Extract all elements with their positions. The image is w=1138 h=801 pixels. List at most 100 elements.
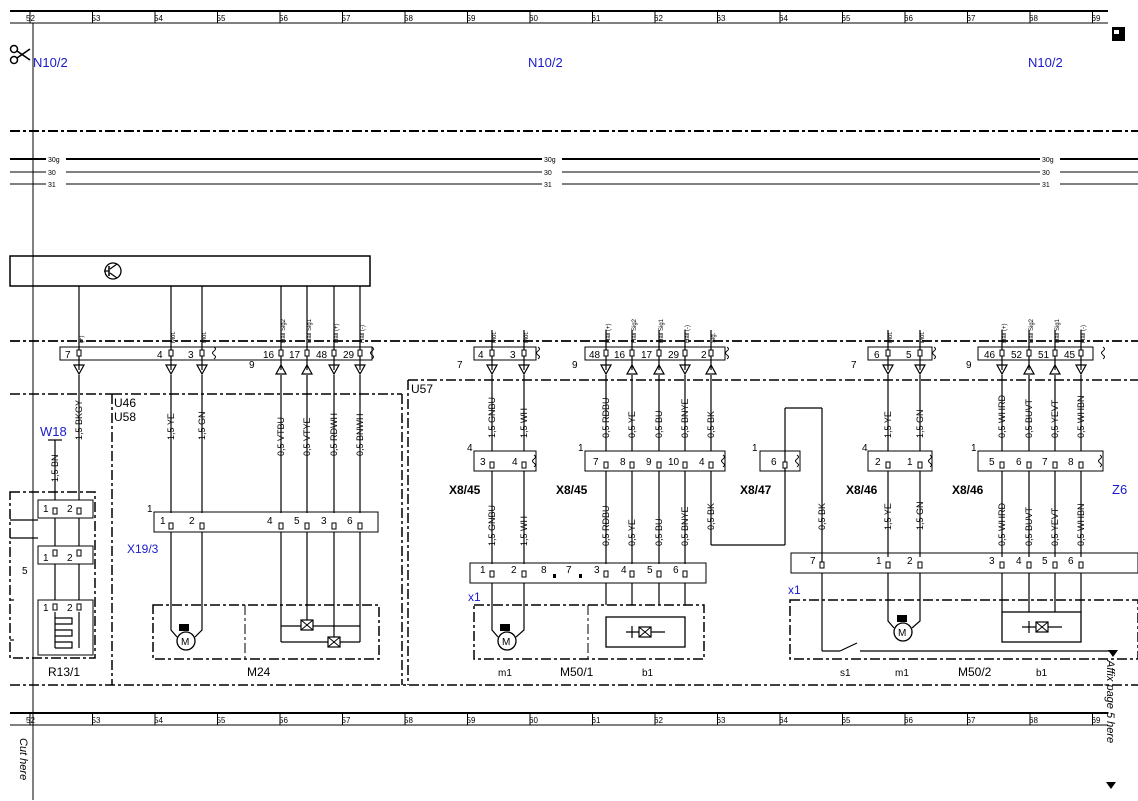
svg-text:4: 4 — [467, 443, 473, 454]
svg-text:1,5 GN: 1,5 GN — [915, 409, 925, 438]
svg-text:2: 2 — [189, 516, 195, 527]
top-ruler-column-label: 69 — [1092, 14, 1101, 23]
x8-46-label-b: X8/46 — [952, 483, 984, 497]
bus-31-label-c: 31 — [1042, 182, 1050, 189]
svg-text:1: 1 — [752, 443, 758, 454]
pin-function-labels: (+) Mot. Mot. Hall Sig2 Hall Sig1 Hall (… — [79, 318, 1087, 343]
top-pin-numbers: 7 4 3 16 17 48 29 4 3 48 16 17 29 2 6 5 … — [65, 350, 1076, 361]
svg-text:Hall (-): Hall (-) — [360, 325, 366, 343]
svg-text:17: 17 — [289, 350, 301, 361]
affix-arrow-icon-bottom — [1106, 782, 1116, 789]
svg-text:Hall Sig1: Hall Sig1 — [659, 318, 665, 343]
ref-left: N10/2 — [33, 55, 68, 70]
svg-text:5: 5 — [989, 457, 995, 468]
bus-30g-label-c: 30g — [1042, 157, 1054, 164]
svg-text:Sig.: Sig. — [711, 332, 717, 343]
bottom-ruler-column-label: 59 — [467, 716, 476, 725]
svg-text:Mot.: Mot. — [888, 331, 894, 343]
svg-text:2: 2 — [67, 504, 73, 515]
bus-31-label-b: 31 — [544, 182, 552, 189]
svg-text:4: 4 — [699, 457, 705, 468]
svg-text:0,5 WHBN: 0,5 WHBN — [1076, 503, 1086, 546]
svg-text:1,5 GN: 1,5 GN — [197, 411, 207, 440]
top-wires — [78, 286, 1082, 370]
svg-text:1,5 YE: 1,5 YE — [883, 411, 893, 438]
mid-wires — [48, 375, 1082, 564]
svg-text:7: 7 — [566, 565, 572, 576]
top-ruler-column-label: 66 — [904, 14, 913, 23]
svg-text:2: 2 — [511, 565, 517, 576]
svg-text:Hall Sig2: Hall Sig2 — [632, 318, 638, 343]
svg-text:5: 5 — [906, 350, 912, 361]
bus-30-label-b: 30 — [544, 170, 552, 177]
svg-text:0,5 YEVT: 0,5 YEVT — [1050, 399, 1060, 438]
svg-text:0,5 YE: 0,5 YE — [627, 519, 637, 546]
bottom-ruler — [10, 712, 1108, 726]
control-unit-box — [9, 255, 371, 287]
bottom-ruler-column-label: 62 — [654, 716, 663, 725]
svg-text:6: 6 — [1016, 457, 1022, 468]
svg-text:48: 48 — [589, 350, 601, 361]
svg-text:0,5 VTYE: 0,5 VTYE — [302, 417, 312, 456]
cut-here-label: Cut here — [17, 738, 29, 780]
svg-text:1: 1 — [43, 553, 49, 564]
bottom-ruler-column-label: 68 — [1029, 716, 1038, 725]
m24-label: M24 — [247, 665, 271, 679]
svg-text:0,5 BK: 0,5 BK — [706, 503, 716, 530]
m50-2-s1-label: s1 — [840, 668, 851, 679]
top-ruler-column-label: 52 — [26, 14, 35, 23]
shield-squiggles — [212, 346, 1105, 360]
svg-text:4: 4 — [157, 350, 163, 361]
svg-text:0,5 RDBU: 0,5 RDBU — [601, 505, 611, 546]
svg-text:Hall (+): Hall (+) — [606, 323, 612, 343]
svg-text:Hall Sig1: Hall Sig1 — [1055, 318, 1061, 343]
top-ruler-column-label: 63 — [717, 14, 726, 23]
m50-2-b1-label: b1 — [1036, 668, 1048, 679]
x8-46-label-a: X8/46 — [846, 483, 878, 497]
x8-squiggles — [532, 454, 1102, 468]
bottom-ruler-column-label: 58 — [404, 716, 413, 725]
svg-text:4: 4 — [621, 565, 627, 576]
svg-text:2: 2 — [875, 457, 881, 468]
svg-text:2: 2 — [67, 553, 73, 564]
svg-text:46: 46 — [984, 350, 996, 361]
svg-text:1,5 YE: 1,5 YE — [883, 503, 893, 530]
m50-2-component: M — [789, 599, 1138, 660]
z6-label: Z6 — [1112, 482, 1127, 497]
svg-text:16: 16 — [263, 350, 275, 361]
bottom-ruler-column-label: 56 — [279, 716, 288, 725]
svg-text:(+): (+) — [79, 335, 85, 343]
svg-text:0,5 BU: 0,5 BU — [654, 410, 664, 438]
svg-text:3: 3 — [321, 516, 327, 527]
bottom-ruler-column-label: 52 — [26, 716, 35, 725]
svg-text:Hall (-): Hall (-) — [685, 325, 691, 343]
svg-text:8: 8 — [1068, 457, 1074, 468]
group-9-c: 9 — [966, 360, 972, 371]
bus-30-label-c: 30 — [1042, 170, 1050, 177]
x8-45-label-a: X8/45 — [449, 483, 481, 497]
svg-text:6: 6 — [874, 350, 880, 361]
u46-label: U46 — [114, 396, 136, 410]
svg-text:2: 2 — [701, 350, 707, 361]
upper-wire-labels: 1,5 BKGY 1,5 YE 1,5 GN 0,5 VTBU 0,5 VTYE… — [50, 394, 1086, 482]
affix-arrow-icon-top — [1108, 650, 1118, 657]
top-ruler-column-label: 58 — [404, 14, 413, 23]
top-ruler-column-label: 65 — [842, 14, 851, 23]
svg-text:M: M — [181, 637, 189, 648]
m50-1-label: M50/1 — [560, 665, 594, 679]
svg-text:3: 3 — [989, 556, 995, 567]
x8-47-label: X8/47 — [740, 483, 772, 497]
svg-text:1: 1 — [876, 556, 882, 567]
page-corner-icon — [1112, 27, 1125, 41]
top-ruler-column-label: 57 — [342, 14, 351, 23]
svg-text:1: 1 — [43, 603, 49, 614]
bus-31-label-a: 31 — [48, 182, 56, 189]
svg-text:0,5 YEVT: 0,5 YEVT — [1050, 507, 1060, 546]
top-ruler-column-label: 67 — [967, 14, 976, 23]
lower-wires — [170, 532, 1082, 651]
svg-text:52: 52 — [1011, 350, 1023, 361]
svg-text:7: 7 — [593, 457, 599, 468]
m50-2-m1-label: m1 — [895, 668, 909, 679]
